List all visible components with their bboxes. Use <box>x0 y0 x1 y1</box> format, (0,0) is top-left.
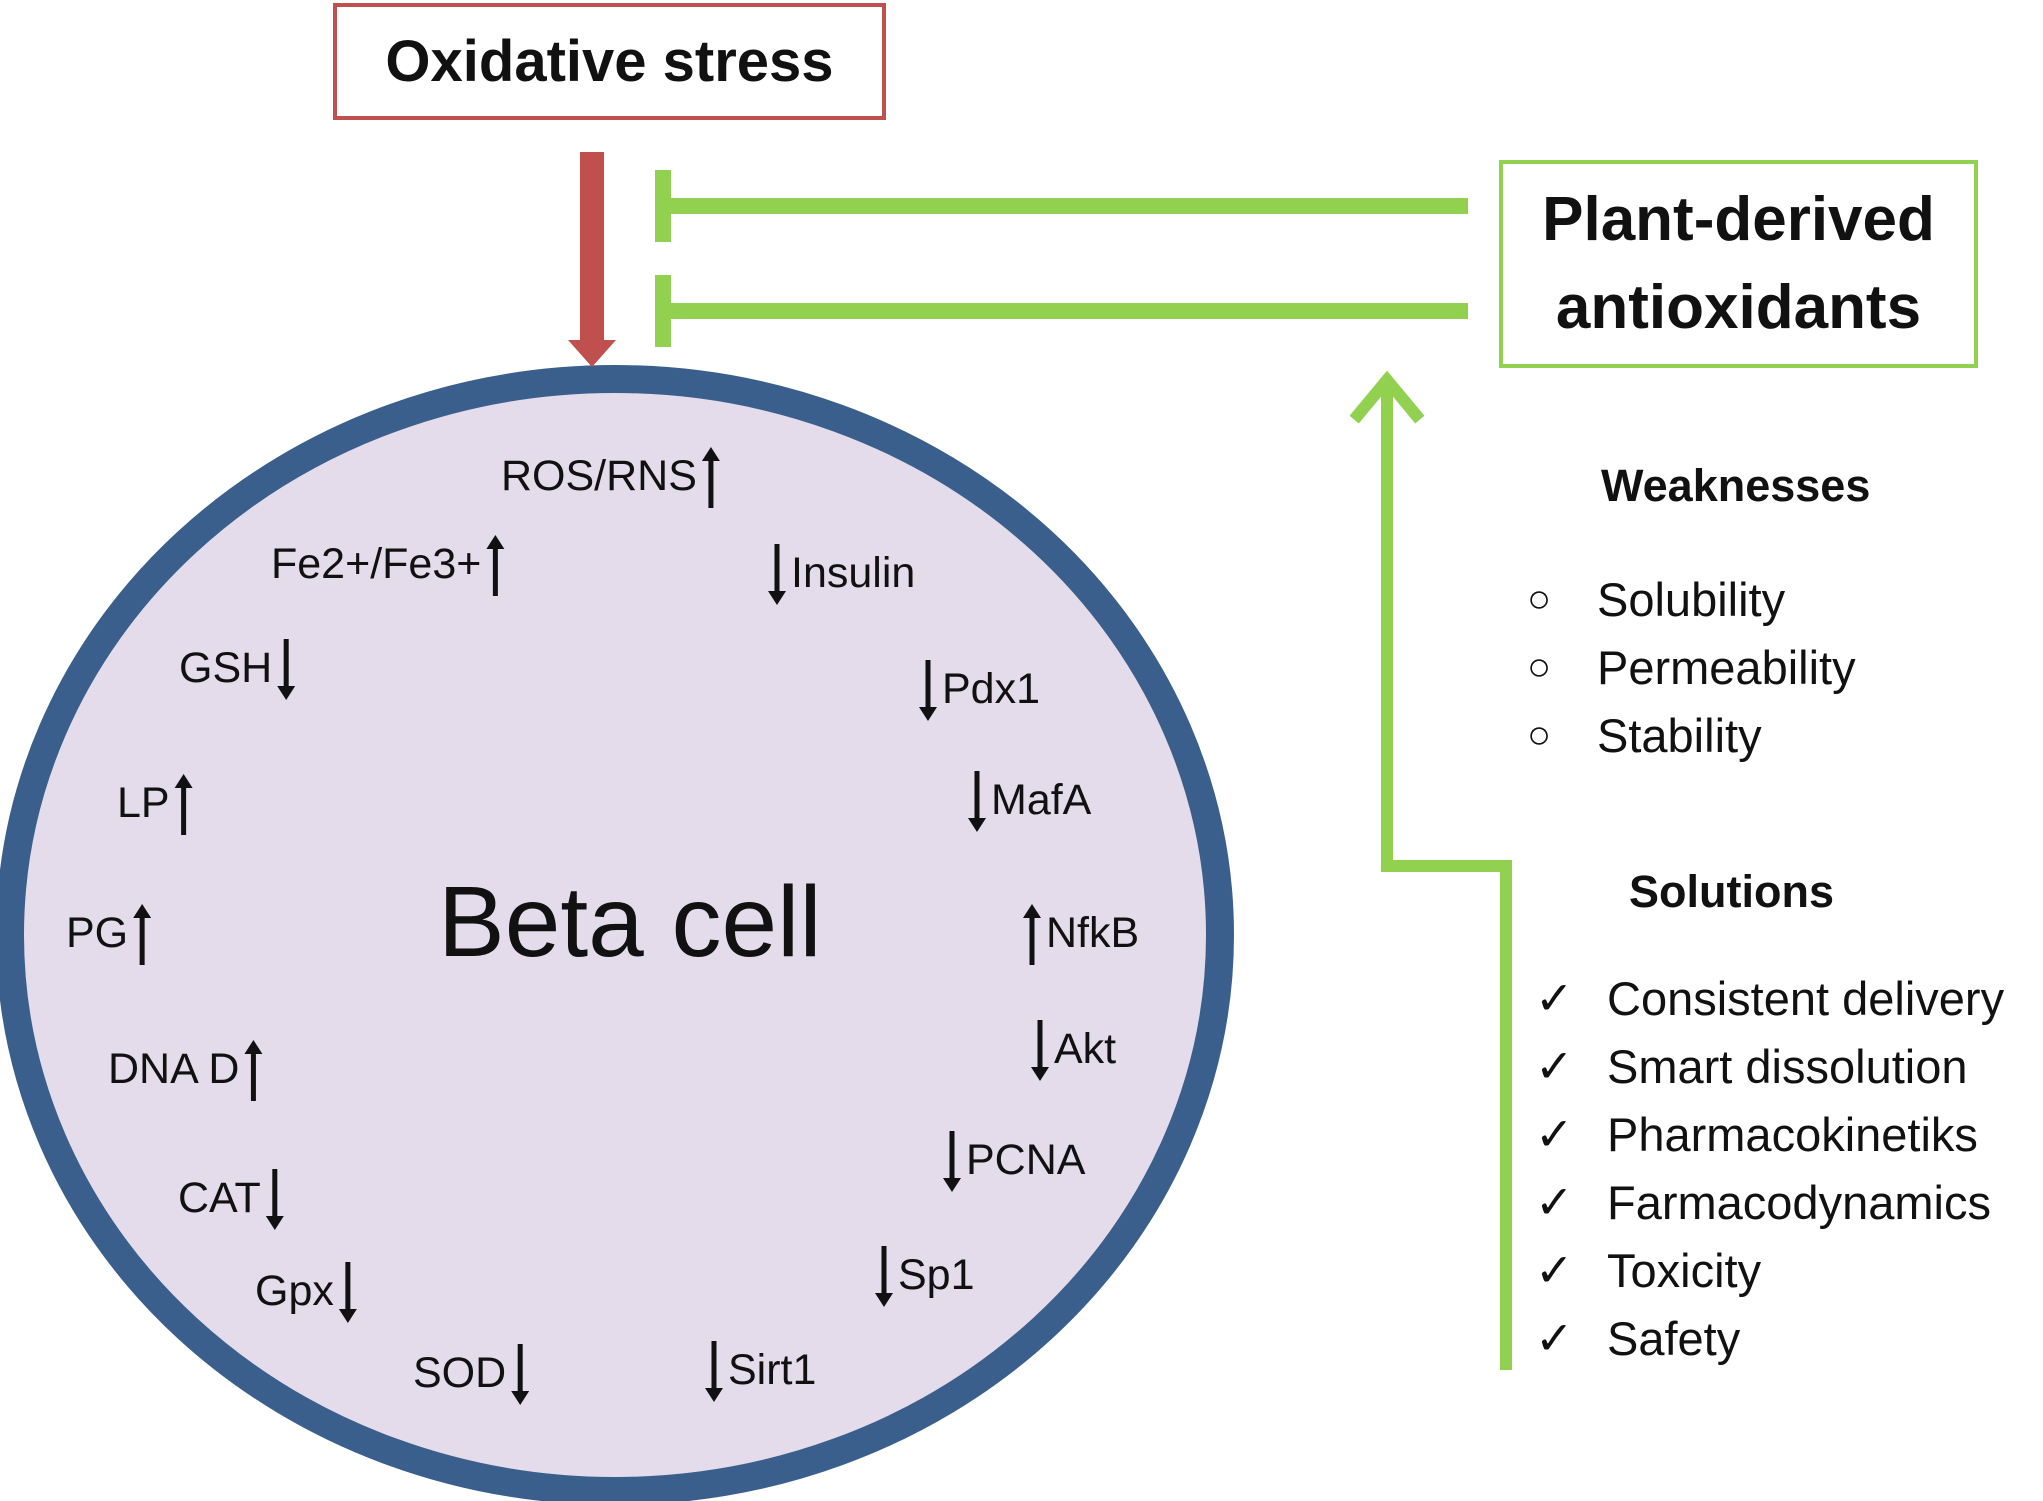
circle-bullet-icon: ○ <box>1527 576 1552 621</box>
checkmark-icon: ✓ <box>1535 972 1574 1024</box>
marker-sp1: Sp1 <box>898 1254 975 1297</box>
marker-pdx1: Pdx1 <box>942 668 1040 711</box>
marker-label: Pdx1 <box>942 665 1041 713</box>
list-item: ○ Permeability <box>1527 633 1856 701</box>
weakness-text: Stability <box>1597 708 1762 762</box>
marker-gsh: GSH <box>179 647 272 690</box>
marker-label: ROS/RNS <box>501 452 697 500</box>
solution-text: Pharmacokinetiks <box>1607 1107 1978 1161</box>
arrow-up-icon <box>174 774 193 835</box>
plant-label-line1: Plant-derived <box>1542 185 1935 254</box>
marker-sirt1: Sirt1 <box>728 1349 816 1392</box>
marker-sod: SOD <box>413 1352 506 1395</box>
inhibition-line-top <box>655 170 1468 242</box>
list-item: ✓ Pharmacokinetiks <box>1535 1100 2004 1168</box>
marker-ros: ROS/RNS <box>501 455 697 498</box>
arrow-down-icon <box>338 1262 357 1323</box>
oxidative-stress-box: Oxidative stress <box>333 3 886 120</box>
marker-label: Sirt1 <box>728 1346 817 1394</box>
solutions-feedback-arrow <box>1349 370 1512 1370</box>
marker-arrows <box>133 447 1049 1405</box>
marker-pcna: PCNA <box>966 1139 1085 1182</box>
arrow-down-icon <box>265 1169 284 1230</box>
solutions-heading: Solutions <box>1629 866 1834 917</box>
marker-akt: Akt <box>1054 1028 1116 1071</box>
checkmark-icon: ✓ <box>1535 1108 1574 1160</box>
list-item: ✓ Smart dissolution <box>1535 1032 2004 1100</box>
plant-antioxidants-box: Plant-derived antioxidants <box>1499 160 1978 368</box>
list-item: ✓ Farmacodynamics <box>1535 1168 2004 1236</box>
marker-fe: Fe2+/Fe3+ <box>271 543 481 586</box>
arrow-down-icon <box>705 1341 723 1402</box>
checkmark-icon: ✓ <box>1535 1312 1574 1364</box>
arrow-down-icon <box>919 660 937 721</box>
marker-label: NfkB <box>1046 909 1140 957</box>
solutions-list: ✓Consistent delivery ✓Smart dissolution … <box>1535 964 2004 1372</box>
beta-cell-ellipse <box>0 365 1234 1501</box>
marker-label: CAT <box>178 1174 261 1222</box>
marker-insulin: Insulin <box>791 552 915 595</box>
marker-label: Sp1 <box>898 1251 975 1299</box>
oxidative-stress-label: Oxidative stress <box>385 29 834 94</box>
arrow-down-icon <box>968 771 986 832</box>
list-item: ✓ Safety <box>1535 1304 2004 1372</box>
arrow-up-icon <box>1023 904 1041 965</box>
marker-label: LP <box>117 779 170 827</box>
marker-label: Gpx <box>255 1267 334 1315</box>
checkmark-icon: ✓ <box>1535 1040 1574 1092</box>
list-item: ○ Solubility <box>1527 565 1856 633</box>
solution-text: Toxicity <box>1607 1243 1762 1297</box>
marker-pg: PG <box>66 912 128 955</box>
circle-bullet-icon: ○ <box>1527 644 1552 689</box>
solution-text: Consistent delivery <box>1607 971 2005 1025</box>
list-item: ○ Stability <box>1527 701 1856 769</box>
marker-label: SOD <box>413 1349 507 1397</box>
marker-label: PG <box>66 909 129 957</box>
marker-nfkb: NfkB <box>1046 912 1139 955</box>
arrow-down-icon <box>277 639 296 700</box>
list-item: ✓ Toxicity <box>1535 1236 2004 1304</box>
arrow-up-icon <box>701 447 720 508</box>
circle-bullet-icon: ○ <box>1527 712 1552 757</box>
marker-label: DNA D <box>108 1045 240 1093</box>
solution-text: Farmacodynamics <box>1607 1175 1991 1229</box>
marker-label: GSH <box>179 644 273 692</box>
arrow-down-icon <box>1031 1020 1049 1081</box>
weaknesses-heading: Weaknesses <box>1601 460 1871 511</box>
marker-label: MafA <box>991 776 1092 824</box>
arrow-up-icon <box>244 1040 263 1101</box>
marker-label: Fe2+/Fe3+ <box>271 540 482 588</box>
arrow-down-icon <box>875 1246 893 1307</box>
solution-text: Safety <box>1607 1311 1741 1365</box>
arrow-down-icon <box>943 1131 961 1192</box>
weakness-text: Solubility <box>1597 572 1786 626</box>
marker-lp: LP <box>117 782 170 825</box>
solution-text: Smart dissolution <box>1607 1039 1968 1093</box>
list-item: ✓ Consistent delivery <box>1535 964 2004 1032</box>
weakness-text: Permeability <box>1597 640 1856 694</box>
checkmark-icon: ✓ <box>1535 1176 1574 1228</box>
arrow-up-icon <box>486 535 505 596</box>
marker-dna: DNA D <box>108 1048 239 1091</box>
marker-gpx: Gpx <box>255 1270 334 1313</box>
marker-label: Akt <box>1054 1025 1117 1073</box>
arrow-down-icon <box>511 1344 530 1405</box>
marker-label: Insulin <box>791 549 916 597</box>
plant-label-line2: antioxidants <box>1555 273 1922 342</box>
marker-cat: CAT <box>178 1177 261 1220</box>
marker-mafa: MafA <box>991 779 1091 822</box>
inhibition-line-bottom <box>655 275 1468 347</box>
arrow-up-icon <box>133 904 152 965</box>
weaknesses-list: ○ Solubility ○ Permeability ○ Stability <box>1527 565 1856 769</box>
checkmark-icon: ✓ <box>1535 1244 1574 1296</box>
arrow-down-icon <box>768 544 786 605</box>
stress-arrow <box>568 152 616 367</box>
marker-label: PCNA <box>966 1136 1086 1184</box>
beta-cell-title: Beta cell <box>438 866 822 978</box>
